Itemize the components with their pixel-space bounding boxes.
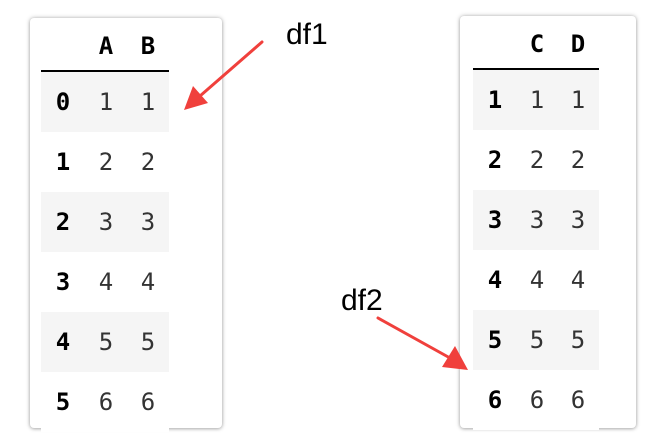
annotation-label-df1: df1 (286, 18, 328, 51)
arrow-df2-head (442, 346, 468, 370)
cell-d: 3 (570, 206, 586, 234)
arrow-df1-shaft (198, 40, 264, 98)
dataframe-df1-output: A B 0 1 1 1 2 2 2 3 3 (30, 18, 222, 432)
dataframe-df1-table: A B 0 1 1 1 2 2 2 3 3 (41, 22, 169, 432)
cell-d: 4 (570, 266, 586, 294)
arrow-to-df2-icon (376, 316, 468, 370)
table-row: 2 3 3 (41, 192, 169, 252)
cell-c: 1 (529, 86, 545, 114)
cell-a: 5 (98, 328, 114, 356)
cell-b: 4 (140, 268, 156, 296)
index-header (473, 20, 517, 70)
table-row: 0 1 1 (41, 71, 169, 132)
table-row: 5 6 6 (41, 372, 169, 432)
row-index: 2 (487, 146, 503, 174)
table-row: 3 4 4 (41, 252, 169, 312)
cell-a: 2 (98, 148, 114, 176)
table-header-row: A B (41, 22, 169, 72)
cell-b: 2 (140, 148, 156, 176)
cell-b: 3 (140, 208, 156, 236)
row-index: 4 (55, 328, 71, 356)
annotation-label-df2: df2 (341, 284, 383, 317)
cell-d: 6 (570, 386, 586, 414)
table-row: 1 1 1 (473, 69, 599, 130)
dataframe-df2-table: C D 1 1 1 2 2 2 3 3 3 (473, 20, 599, 430)
cell-a: 3 (98, 208, 114, 236)
cell-b: 6 (140, 388, 156, 416)
cell-a: 1 (98, 88, 114, 116)
arrow-df2-shaft (376, 316, 452, 360)
row-index: 6 (487, 386, 503, 414)
table-row: 6 6 6 (473, 370, 599, 430)
cell-a: 4 (98, 268, 114, 296)
cell-d: 5 (570, 326, 586, 354)
cell-b: 1 (140, 88, 156, 116)
cell-c: 2 (529, 146, 545, 174)
cell-c: 6 (529, 386, 545, 414)
row-index: 1 (55, 148, 71, 176)
index-header (41, 22, 85, 72)
table-row: 4 5 5 (41, 312, 169, 372)
cell-c: 5 (529, 326, 545, 354)
row-index: 3 (487, 206, 503, 234)
table-row: 4 4 4 (473, 250, 599, 310)
column-header-a: A (85, 22, 127, 72)
cell-a: 6 (98, 388, 114, 416)
dataframe-df2-output: C D 1 1 1 2 2 2 3 3 3 (460, 16, 636, 430)
row-index: 2 (55, 208, 71, 236)
arrow-df1-head (184, 86, 208, 110)
column-header-b: B (127, 22, 169, 72)
table-row: 5 5 5 (473, 310, 599, 370)
row-index: 3 (55, 268, 71, 296)
column-header-c: C (517, 20, 557, 70)
cell-b: 5 (140, 328, 156, 356)
column-header-d: D (557, 20, 599, 70)
cell-c: 4 (529, 266, 545, 294)
cell-d: 2 (570, 146, 586, 174)
table-header-row: C D (473, 20, 599, 70)
row-index: 5 (55, 388, 71, 416)
arrow-to-df1-icon (184, 40, 264, 110)
row-index: 1 (487, 86, 503, 114)
table-row: 3 3 3 (473, 190, 599, 250)
row-index: 5 (487, 326, 503, 354)
cell-c: 3 (529, 206, 545, 234)
table-row: 1 2 2 (41, 132, 169, 192)
cell-d: 1 (570, 86, 586, 114)
table-row: 2 2 2 (473, 130, 599, 190)
row-index: 0 (55, 88, 71, 116)
row-index: 4 (487, 266, 503, 294)
